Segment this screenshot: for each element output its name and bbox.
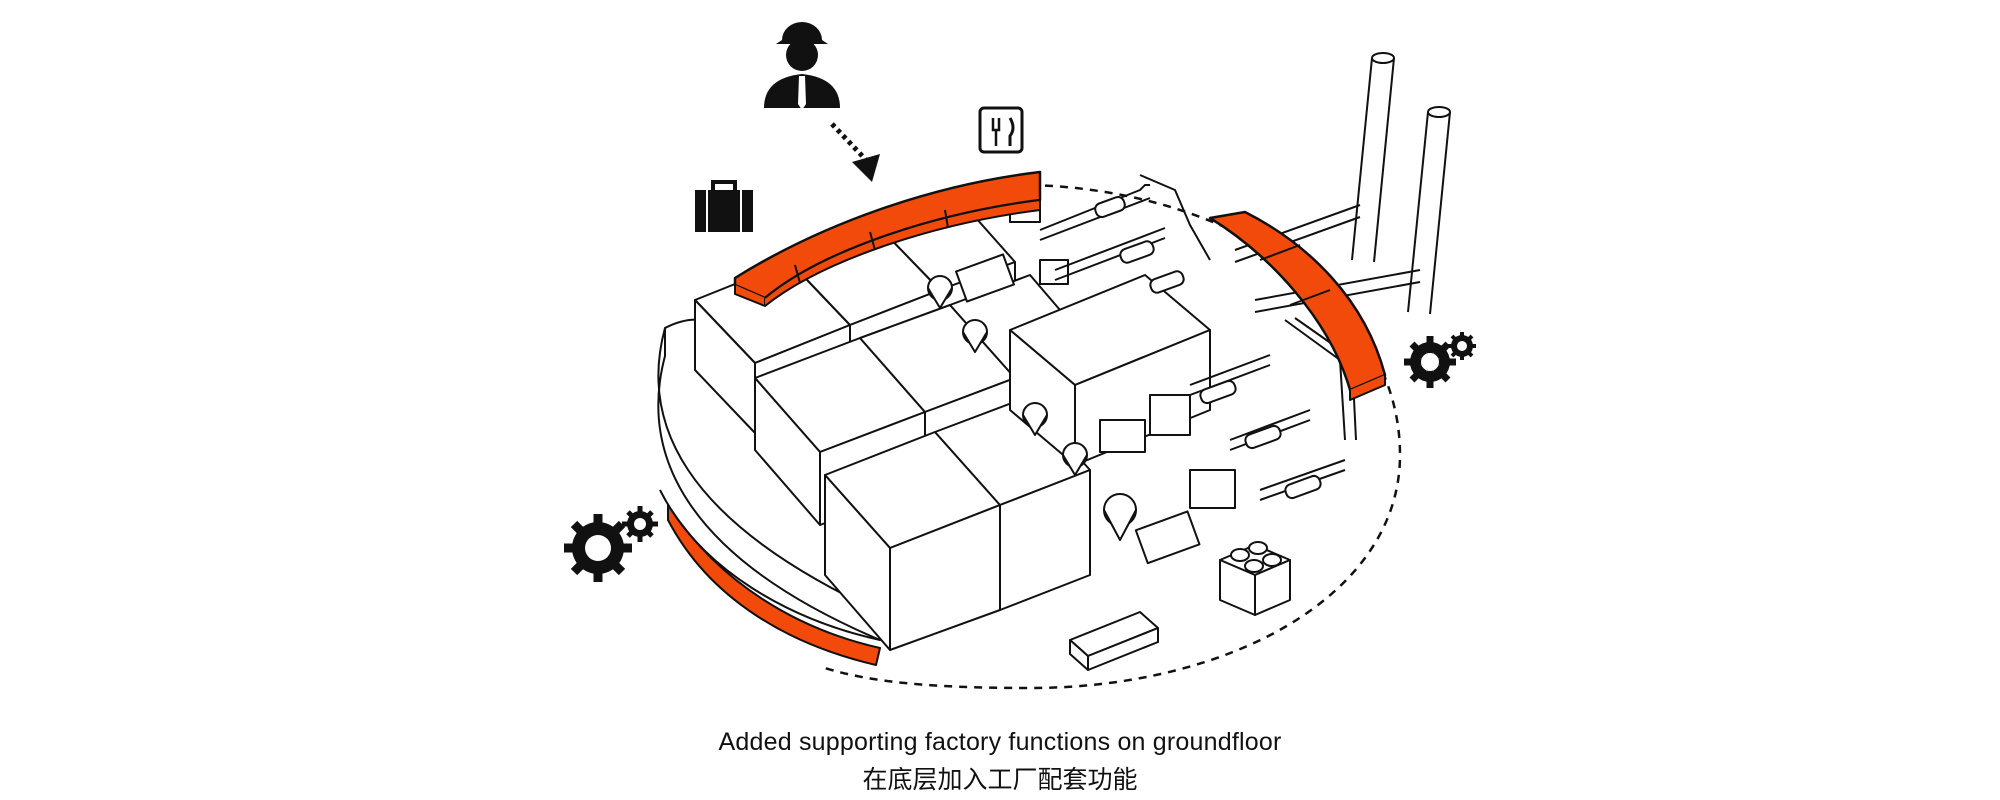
chimneys [1234, 52, 1451, 315]
base-accent-stripe [667, 504, 881, 666]
entry-arrow [830, 122, 880, 182]
fork-knife-icon [978, 106, 1024, 154]
caption-chinese: 在底层加入工厂配套功能 [862, 765, 1138, 794]
orange-program-bar-right [1208, 210, 1387, 401]
caption-english: Added supporting factory functions on gr… [718, 728, 1282, 756]
gears-icon [564, 506, 658, 582]
orange-program-bar-top [733, 170, 1042, 307]
loose-crate [1069, 611, 1159, 671]
worker-icon [764, 22, 840, 110]
gears-icon [1404, 332, 1476, 388]
briefcase-icon [695, 180, 753, 232]
barrels [1219, 541, 1291, 616]
